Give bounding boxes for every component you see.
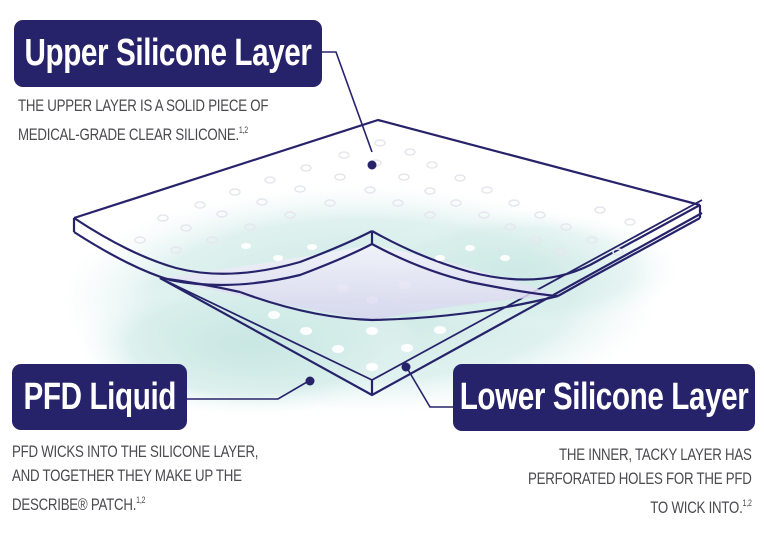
upper-layer-description: THE UPPER LAYER IS A SOLID PIECE OF MEDI… bbox=[18, 94, 339, 147]
connector-upper bbox=[322, 51, 377, 170]
upper-silicone-layer bbox=[72, 118, 702, 322]
pfd-desc-line-2: AND TOGETHER THEY MAKE UP THE bbox=[12, 466, 242, 485]
lower-desc-line-2: PERFORATED HOLES FOR THE PFD bbox=[528, 469, 752, 488]
upper-desc-line-1: THE UPPER LAYER IS A SOLID PIECE OF bbox=[18, 96, 269, 115]
upper-layer-title: Upper Silicone Layer bbox=[24, 32, 312, 74]
peeled-underside bbox=[160, 245, 558, 320]
lower-layer-title: Lower Silicone Layer bbox=[459, 376, 749, 418]
upper-layer-label: Upper Silicone Layer bbox=[14, 20, 322, 87]
inner-holes-filled bbox=[241, 243, 510, 261]
connector-pfd bbox=[187, 376, 315, 400]
footnote-ref: 1,2 bbox=[136, 495, 146, 505]
lower-desc-line-3: TO WICK INTO.1,2 bbox=[650, 498, 753, 517]
upper-desc-line-2: MEDICAL-GRADE CLEAR SILICONE.1,2 bbox=[18, 125, 248, 144]
lower-layer-description: THE INNER, TACKY LAYER HAS PERFORATED HO… bbox=[465, 443, 752, 520]
footnote-ref: 1,2 bbox=[742, 498, 752, 508]
pfd-liquid-label: PFD Liquid bbox=[12, 364, 187, 430]
lower-desc-line-1: THE INNER, TACKY LAYER HAS bbox=[559, 445, 752, 464]
lower-layer-label: Lower Silicone Layer bbox=[453, 364, 755, 431]
pfd-desc-line-1: PFD WICKS INTO THE SILICONE LAYER, bbox=[12, 442, 259, 461]
pfd-liquid-description: PFD WICKS INTO THE SILICONE LAYER, AND T… bbox=[12, 440, 328, 517]
pfd-desc-line-3: DESCRIBE® PATCH.1,2 bbox=[12, 495, 146, 514]
footnote-ref: 1,2 bbox=[238, 125, 248, 135]
connector-lower bbox=[401, 362, 455, 408]
lower-silicone-layer bbox=[159, 199, 703, 397]
pfd-liquid-title: PFD Liquid bbox=[23, 375, 176, 418]
upper-layer-holes bbox=[134, 139, 636, 256]
